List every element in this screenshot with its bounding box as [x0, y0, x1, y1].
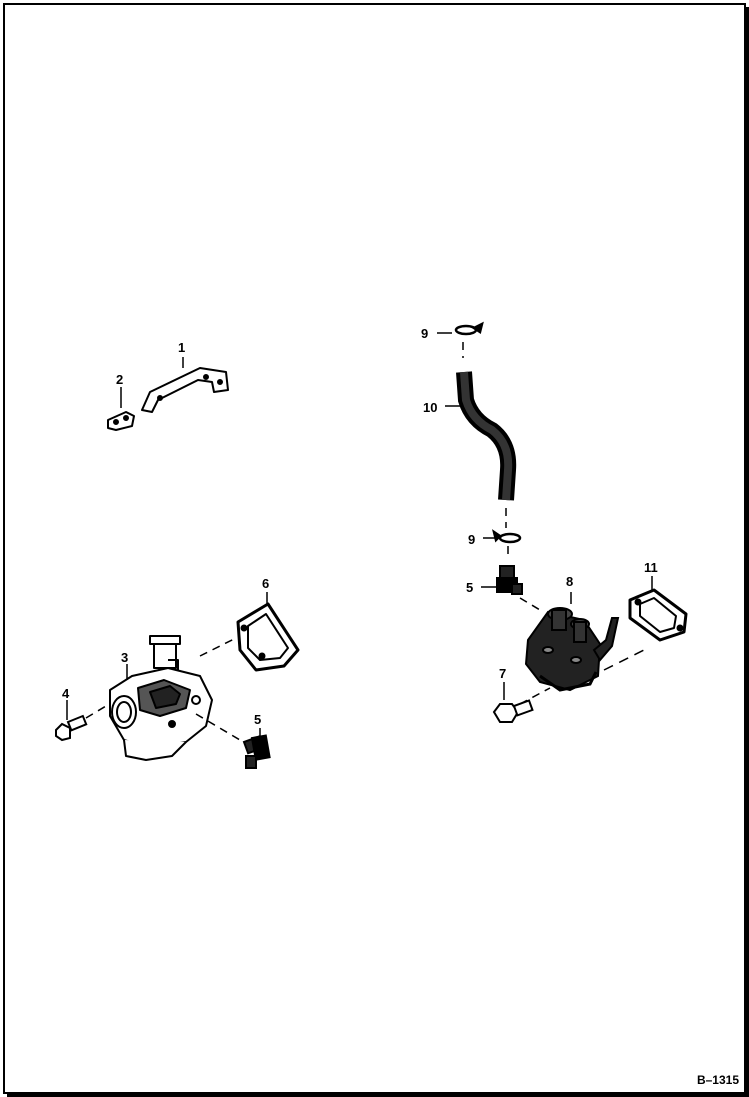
callout-1: 1 — [178, 340, 185, 355]
callout-3: 3 — [121, 650, 128, 665]
callout-5-left: 5 — [254, 712, 261, 727]
frame-shadow-right — [746, 7, 749, 1095]
hose-clamp-top-part — [454, 321, 484, 336]
carburetor-part — [109, 635, 213, 761]
leader-11-dash — [603, 649, 645, 671]
leader-4-dash — [85, 705, 107, 719]
hose-clamp-lower-part — [492, 529, 522, 544]
bolt-right-part — [492, 699, 534, 723]
leader-7-dash — [519, 687, 551, 705]
leader-5-right-dash — [519, 597, 541, 611]
leader-6-dash — [199, 637, 237, 657]
callout-11: 11 — [644, 560, 658, 575]
figure-reference: B–1315 — [696, 1073, 739, 1087]
callout-10: 10 — [423, 400, 437, 415]
callout-8: 8 — [566, 574, 573, 589]
leader-5-left-dash — [195, 713, 241, 741]
fuel-hose-part — [456, 371, 517, 501]
gasket-left-part — [236, 602, 300, 672]
callout-2: 2 — [116, 372, 123, 387]
frame-shadow-bottom — [7, 1094, 749, 1097]
callout-7: 7 — [499, 666, 506, 681]
callout-9-lower: 9 — [468, 532, 475, 547]
callout-6: 6 — [262, 576, 269, 591]
fitting-right-part — [496, 565, 523, 595]
callout-9-top: 9 — [421, 326, 428, 341]
gasket-right-part — [628, 588, 688, 642]
bracket-part — [141, 367, 229, 413]
callout-4: 4 — [62, 686, 70, 701]
drawing-frame — [3, 3, 749, 1097]
bolt-left-part — [55, 714, 88, 742]
callout-5-right: 5 — [466, 580, 473, 595]
clip-part — [107, 411, 135, 431]
fuel-pump-part — [524, 607, 620, 692]
fitting-left-part — [242, 734, 271, 769]
